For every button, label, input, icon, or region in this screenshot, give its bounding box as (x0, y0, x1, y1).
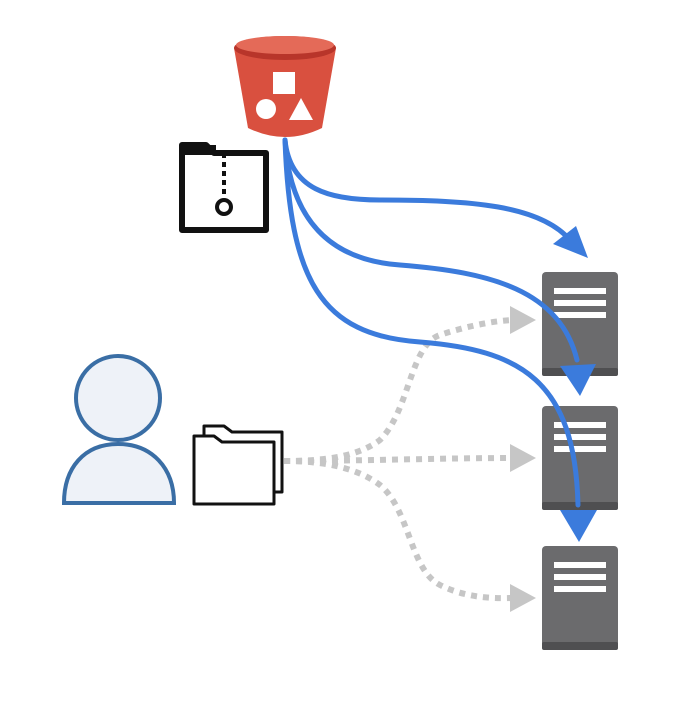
server-3 (542, 546, 618, 650)
primary-flow-to-server-2 (282, 137, 580, 363)
secondary-flow-to-server-2 (283, 455, 516, 464)
primary-arrowhead-2 (560, 364, 596, 396)
zip-archive-folder-icon (179, 142, 269, 233)
primary-arrowhead-3 (560, 510, 597, 542)
secondary-arrowhead-2 (510, 444, 536, 472)
secondary-arrowhead-1 (510, 306, 536, 334)
primary-flow-to-server-3 (282, 137, 581, 508)
server-1 (542, 272, 618, 376)
primary-arrowhead-1 (553, 226, 588, 258)
secondary-arrowhead-3 (510, 584, 536, 612)
primary-arrowheads (553, 226, 597, 542)
secondary-arrowheads (510, 306, 536, 612)
server-2 (542, 406, 618, 510)
primary-flow-to-server-1 (282, 137, 573, 243)
folders-icon (192, 424, 284, 506)
secondary-flows (283, 317, 516, 602)
primary-flows (282, 137, 581, 508)
storage-bucket-icon (234, 36, 336, 137)
secondary-flow-to-server-3 (283, 458, 516, 602)
user-icon (61, 354, 177, 505)
